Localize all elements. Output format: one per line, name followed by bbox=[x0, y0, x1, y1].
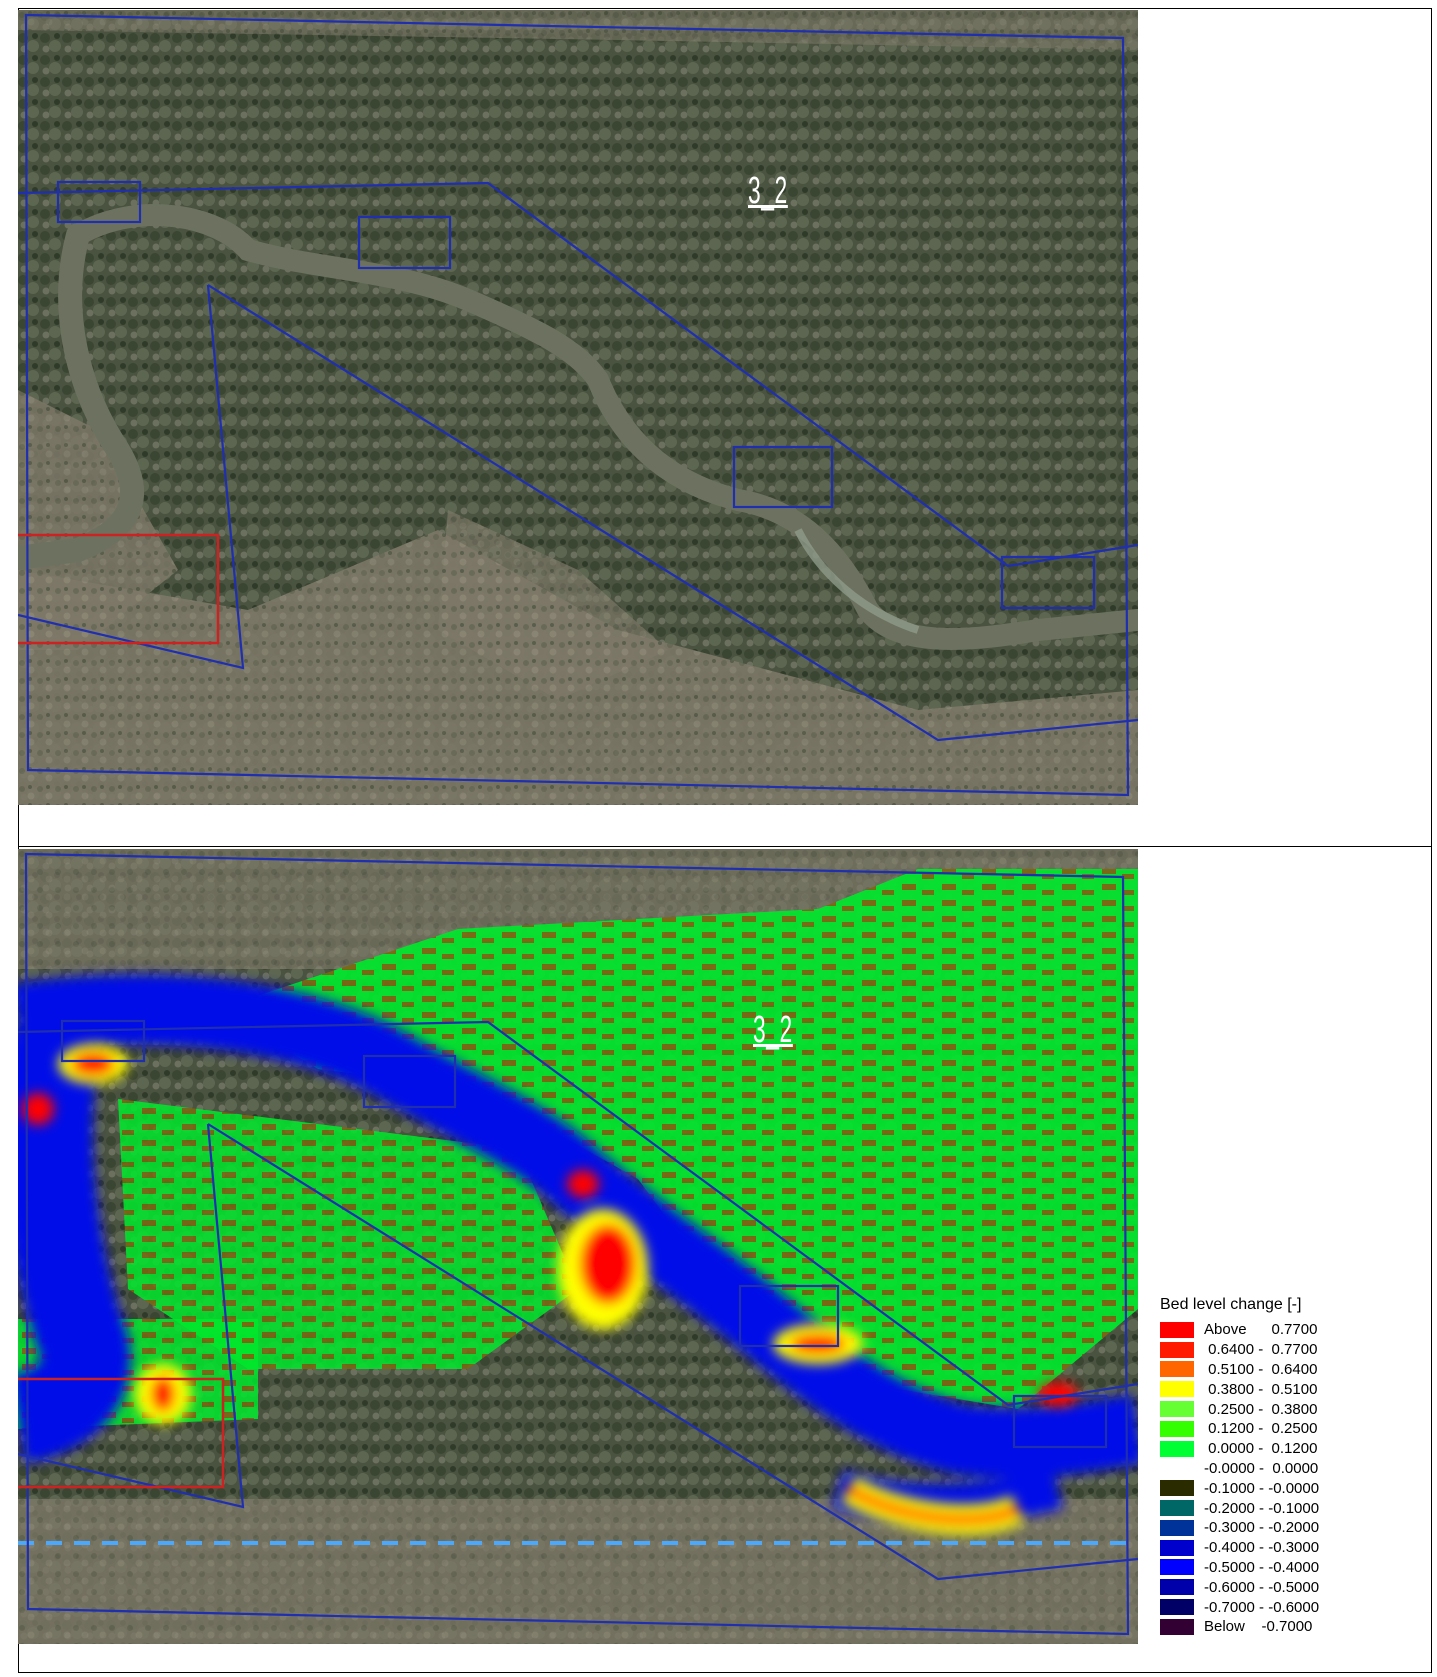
legend-swatch bbox=[1160, 1618, 1194, 1635]
legend-swatch bbox=[1160, 1420, 1194, 1437]
legend-label: -0.6000 - -0.5000 bbox=[1204, 1578, 1320, 1596]
legend-item: -0.1000 - -0.0000 bbox=[1160, 1478, 1420, 1498]
legend-label: 0.5100 - 0.6400 bbox=[1204, 1360, 1318, 1378]
bed-level-change-map bbox=[18, 849, 1138, 1644]
legend-swatch bbox=[1160, 1321, 1194, 1338]
legend-item: Above 0.7700 bbox=[1160, 1320, 1420, 1340]
legend-swatch bbox=[1160, 1341, 1194, 1358]
legend-item: -0.2000 - -0.1000 bbox=[1160, 1498, 1420, 1518]
legend-swatch bbox=[1160, 1599, 1194, 1616]
legend-label: Above 0.7700 bbox=[1204, 1321, 1318, 1339]
legend-rows: Above 0.7700 0.6400 - 0.7700 0.5100 - 0.… bbox=[1160, 1320, 1420, 1637]
legend-label: -0.3000 - -0.2000 bbox=[1204, 1519, 1320, 1537]
map-label: 3_2 bbox=[753, 1009, 793, 1051]
legend-label: -0.1000 - -0.0000 bbox=[1204, 1479, 1320, 1497]
legend-label: 0.3800 - 0.5100 bbox=[1204, 1380, 1318, 1398]
legend-item: Below -0.7000 bbox=[1160, 1617, 1420, 1637]
legend-item: -0.3000 - -0.2000 bbox=[1160, 1518, 1420, 1538]
legend-item: 0.5100 - 0.6400 bbox=[1160, 1360, 1420, 1380]
panel-divider bbox=[18, 846, 1432, 847]
legend-item: -0.4000 - -0.3000 bbox=[1160, 1538, 1420, 1558]
legend-swatch bbox=[1160, 1460, 1194, 1476]
bed-level-change-panel: 3_2 bbox=[18, 849, 1138, 1644]
legend-title: Bed level change [-] bbox=[1160, 1296, 1302, 1313]
legend-swatch bbox=[1160, 1559, 1194, 1576]
legend-swatch bbox=[1160, 1519, 1194, 1536]
legend-label: -0.2000 - -0.1000 bbox=[1204, 1499, 1320, 1517]
legend-item: 0.2500 - 0.3800 bbox=[1160, 1399, 1420, 1419]
legend-swatch bbox=[1160, 1500, 1194, 1517]
figure-frame bbox=[18, 8, 1432, 1673]
legend-item: 0.0000 - 0.1200 bbox=[1160, 1439, 1420, 1459]
legend-label: -0.5000 - -0.4000 bbox=[1204, 1558, 1320, 1576]
legend-swatch bbox=[1160, 1539, 1194, 1556]
legend-label: 0.6400 - 0.7700 bbox=[1204, 1341, 1318, 1359]
legend: Bed level change [-] Above 0.7700 0.6400… bbox=[1160, 1296, 1420, 1637]
legend-swatch bbox=[1160, 1381, 1194, 1398]
legend-label: 0.0000 - 0.1200 bbox=[1204, 1440, 1318, 1458]
legend-item: -0.0000 - 0.0000 bbox=[1160, 1459, 1420, 1479]
map-label: 3_2 bbox=[748, 170, 788, 212]
legend-swatch bbox=[1160, 1440, 1194, 1457]
legend-item: -0.6000 - -0.5000 bbox=[1160, 1577, 1420, 1597]
legend-label: 0.1200 - 0.2500 bbox=[1204, 1420, 1318, 1438]
legend-swatch bbox=[1160, 1579, 1194, 1596]
legend-label: -0.7000 - -0.6000 bbox=[1204, 1598, 1320, 1616]
legend-label: -0.0000 - 0.0000 bbox=[1204, 1459, 1319, 1477]
legend-item: 0.3800 - 0.5100 bbox=[1160, 1379, 1420, 1399]
legend-label: Below -0.7000 bbox=[1204, 1618, 1313, 1636]
aerial-photo-map bbox=[18, 10, 1138, 805]
legend-item: 0.6400 - 0.7700 bbox=[1160, 1340, 1420, 1360]
legend-label: 0.2500 - 0.3800 bbox=[1204, 1400, 1318, 1418]
legend-item: -0.7000 - -0.6000 bbox=[1160, 1597, 1420, 1617]
legend-swatch bbox=[1160, 1480, 1194, 1497]
aerial-photo-panel: 3_2 bbox=[18, 10, 1138, 805]
legend-swatch bbox=[1160, 1401, 1194, 1418]
legend-swatch bbox=[1160, 1361, 1194, 1378]
legend-item: 0.1200 - 0.2500 bbox=[1160, 1419, 1420, 1439]
legend-label: -0.4000 - -0.3000 bbox=[1204, 1539, 1320, 1557]
legend-item: -0.5000 - -0.4000 bbox=[1160, 1558, 1420, 1578]
